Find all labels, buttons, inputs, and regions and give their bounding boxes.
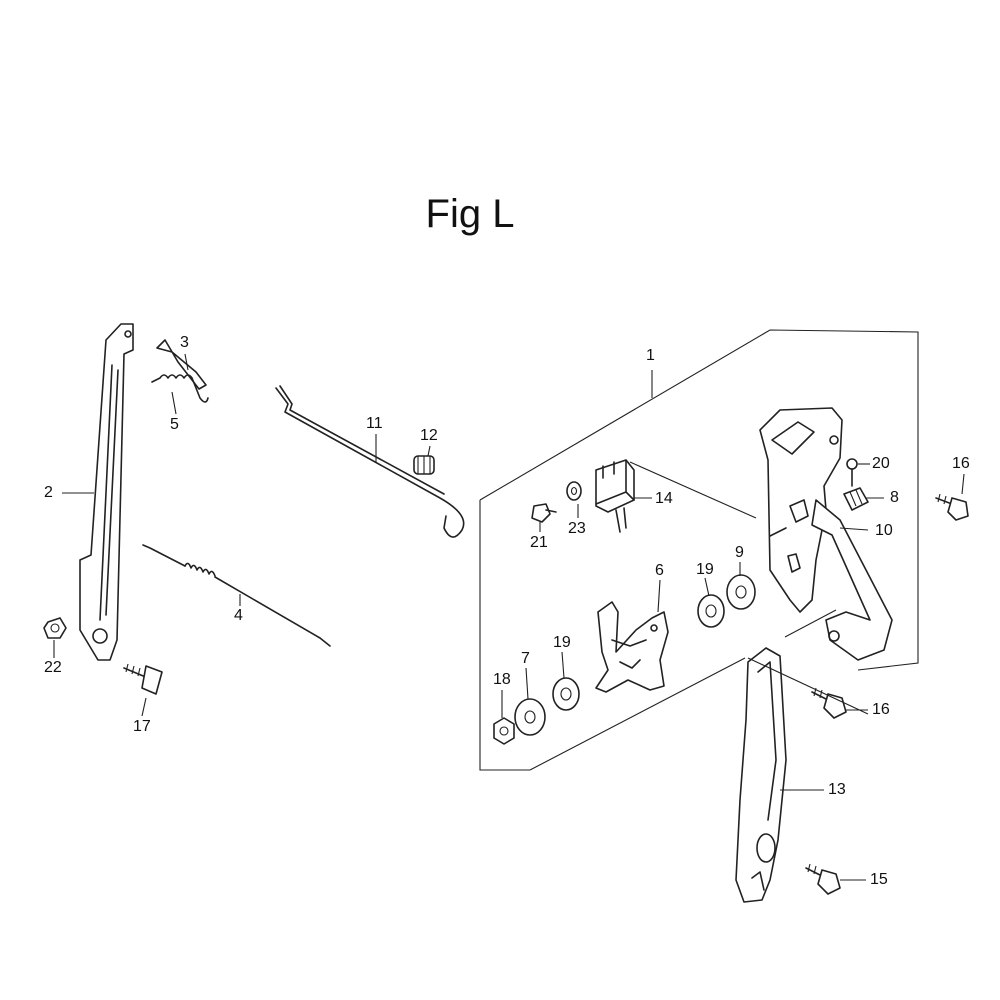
part-19-washer-upper xyxy=(697,594,725,628)
part-6-lever-bracket xyxy=(595,601,669,693)
callout-23: 23 xyxy=(568,520,586,537)
part-17-bolt xyxy=(123,663,163,695)
part-12-nut xyxy=(413,455,435,475)
callout-3: 3 xyxy=(180,334,189,351)
callout-9: 9 xyxy=(735,544,744,561)
part-15-bolt xyxy=(805,863,841,895)
part-10-main-bracket xyxy=(759,407,893,661)
callout-12: 12 xyxy=(420,427,438,444)
callout-17: 17 xyxy=(133,718,151,735)
callout-19-upper: 19 xyxy=(696,561,714,578)
callout-7: 7 xyxy=(521,650,530,667)
part-9-washer xyxy=(726,574,756,610)
assembly-outline xyxy=(479,329,919,771)
part-11-bent-wire-rod xyxy=(275,385,465,538)
part-19-washer-lower xyxy=(552,677,580,711)
part-21-bolt xyxy=(531,503,557,523)
callout-14: 14 xyxy=(655,490,673,507)
callout-6: 6 xyxy=(655,562,664,579)
part-22-nut xyxy=(43,617,67,639)
figure-title: Fig L xyxy=(425,192,515,236)
callout-8: 8 xyxy=(890,489,899,506)
callout-10: 10 xyxy=(875,522,893,539)
callout-19-lower: 19 xyxy=(553,634,571,651)
callout-1: 1 xyxy=(646,347,655,364)
callout-22: 22 xyxy=(44,659,62,676)
callout-18: 18 xyxy=(493,671,511,688)
callout-13: 13 xyxy=(828,781,846,798)
callout-16-upper: 16 xyxy=(952,455,970,472)
part-16-bolt-lower xyxy=(811,687,847,719)
part-16-bolt-upper xyxy=(935,493,969,521)
callout-5: 5 xyxy=(170,416,179,433)
callout-15: 15 xyxy=(870,871,888,888)
callout-leader-lines xyxy=(53,353,965,881)
part-18-nut xyxy=(493,717,515,745)
part-20-screw xyxy=(846,458,858,487)
callout-20: 20 xyxy=(872,455,890,472)
callout-4: 4 xyxy=(234,607,243,624)
callout-21: 21 xyxy=(530,534,548,551)
part-13-cover-plate xyxy=(735,647,787,903)
callout-2: 2 xyxy=(44,484,53,501)
part-23-washer xyxy=(566,481,582,501)
part-3-spring-clip xyxy=(156,339,207,390)
part-2-lever-arm xyxy=(79,323,134,661)
callout-16-lower: 16 xyxy=(872,701,890,718)
part-14-switch xyxy=(595,459,635,533)
part-8-clip xyxy=(843,487,869,511)
part-7-washer xyxy=(514,698,546,736)
part-4-spring-rod xyxy=(142,544,331,647)
callout-11: 11 xyxy=(366,415,383,432)
part-5-coil-spring xyxy=(151,374,209,403)
